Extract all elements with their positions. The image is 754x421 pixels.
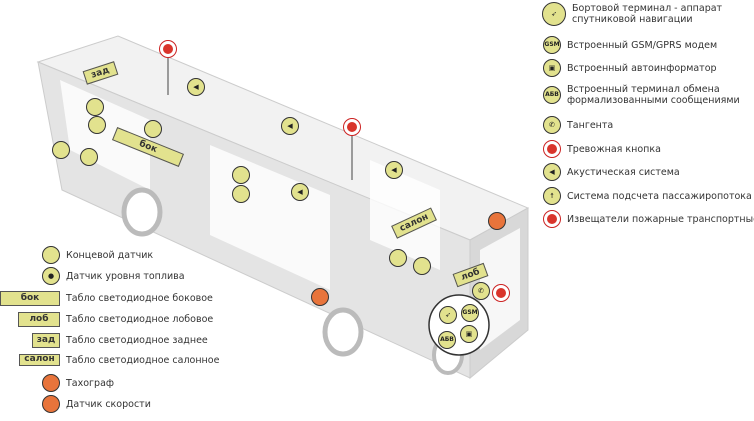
speaker-icon: ◀ <box>543 163 561 181</box>
legend-item: GSM Встроенный GSM/GPRS модем <box>543 36 717 54</box>
legend-label: формализованными сообщениями <box>567 95 740 106</box>
handset-icon: ✆ <box>472 282 490 300</box>
limit-switch-icon <box>232 166 250 184</box>
legend-label: Табло светодиодное салонное <box>66 354 220 366</box>
legend-item: ◀ Акустическая система <box>543 163 680 181</box>
speed-sensor-icon <box>42 395 60 413</box>
fire-detector-icon <box>343 118 361 136</box>
legend-item: ☨ Система подсчета пассажиропотока <box>543 187 752 205</box>
fuel-level-sensor-icon: ● <box>42 267 60 285</box>
legend-label: Тахограф <box>66 377 115 389</box>
fire-detector-icon <box>543 210 561 228</box>
alarm-button-icon <box>543 140 561 158</box>
legend-item: зад Табло светодиодное заднее <box>32 333 208 348</box>
handset-icon: ✆ <box>543 116 561 134</box>
legend-label: Табло светодиодное заднее <box>66 335 208 346</box>
message-terminal-icon: АБВ <box>438 331 456 349</box>
legend-item: Тахограф <box>42 374 114 392</box>
gsm-modem-icon: GSM <box>543 36 561 54</box>
limit-switch-icon <box>389 249 407 267</box>
tachograph-icon <box>488 212 506 230</box>
legend-label: Система подсчета пассажиропотока <box>567 190 752 202</box>
legend-label: спутниковой навигации <box>572 14 693 25</box>
fire-detector-icon <box>159 40 177 58</box>
limit-switch-icon <box>52 141 70 159</box>
legend-item: лоб Табло светодиодное лобовое <box>18 312 213 327</box>
legend-label: Тангента <box>567 119 614 131</box>
legend-item: ▣ Встроенный автоинформатор <box>543 59 717 77</box>
legend-label: Бортовой терминал - аппарат <box>572 3 723 14</box>
passenger-counter-icon <box>232 185 250 203</box>
fuel-level-sensor-icon <box>80 148 98 166</box>
autoinformer-icon: ▣ <box>543 59 561 77</box>
autoinformer-icon: ▣ <box>460 325 478 343</box>
speed-sensor-icon <box>311 288 329 306</box>
passenger-counter-icon <box>88 116 106 134</box>
legend-label: Встроенный терминал обмена <box>567 84 720 95</box>
legend-label: Встроенный автоинформатор <box>567 62 717 74</box>
gsm-modem-icon: GSM <box>461 304 479 322</box>
legend-label: Извещатели пожарные транспортные <box>567 213 754 225</box>
limit-switch-icon <box>86 98 104 116</box>
legend-label: Табло светодиодное боковое <box>66 293 213 304</box>
legend-item: Извещатели пожарные транспортные <box>543 210 754 228</box>
legend-label: Датчик уровня топлива <box>66 270 185 282</box>
tachograph-icon <box>42 374 60 392</box>
legend-item: Концевой датчик <box>42 246 153 264</box>
limit-switch-icon <box>413 257 431 275</box>
legend-label: Табло светодиодное лобовое <box>66 314 214 325</box>
navigation-terminal-icon: ➶ <box>439 306 457 324</box>
legend-label: Датчик скорости <box>66 398 151 410</box>
side-display-swatch: бок <box>0 291 60 306</box>
legend-item: ✆ Тангента <box>543 116 613 134</box>
legend-item: салон Табло светодиодное салонное <box>19 354 219 366</box>
legend-label: Акустическая система <box>567 166 680 178</box>
legend-item: Датчик скорости <box>42 395 151 413</box>
rear-display-swatch: зад <box>32 333 60 348</box>
limit-switch-icon <box>42 246 60 264</box>
speaker-icon: ◀ <box>385 161 403 179</box>
legend-label: Тревожная кнопка <box>567 143 661 155</box>
legend-item: Тревожная кнопка <box>543 140 661 158</box>
speaker-icon: ◀ <box>291 183 309 201</box>
alarm-button-icon <box>492 284 510 302</box>
speaker-icon: ◀ <box>281 117 299 135</box>
speaker-icon: ◀ <box>187 78 205 96</box>
legend-item: бок Табло светодиодное боковое <box>0 291 213 306</box>
passenger-counter-icon: ☨ <box>543 187 561 205</box>
legend-label: Концевой датчик <box>66 249 154 261</box>
navigation-terminal-icon: ➶ <box>542 2 566 26</box>
front-display-swatch: лоб <box>18 312 60 327</box>
limit-switch-icon <box>144 120 162 138</box>
message-terminal-icon: АБВ <box>543 86 561 104</box>
salon-display-swatch: салон <box>19 354 60 366</box>
legend-item: ● Датчик уровня топлива <box>42 267 185 285</box>
legend-label: Встроенный GSM/GPRS модем <box>567 39 718 51</box>
